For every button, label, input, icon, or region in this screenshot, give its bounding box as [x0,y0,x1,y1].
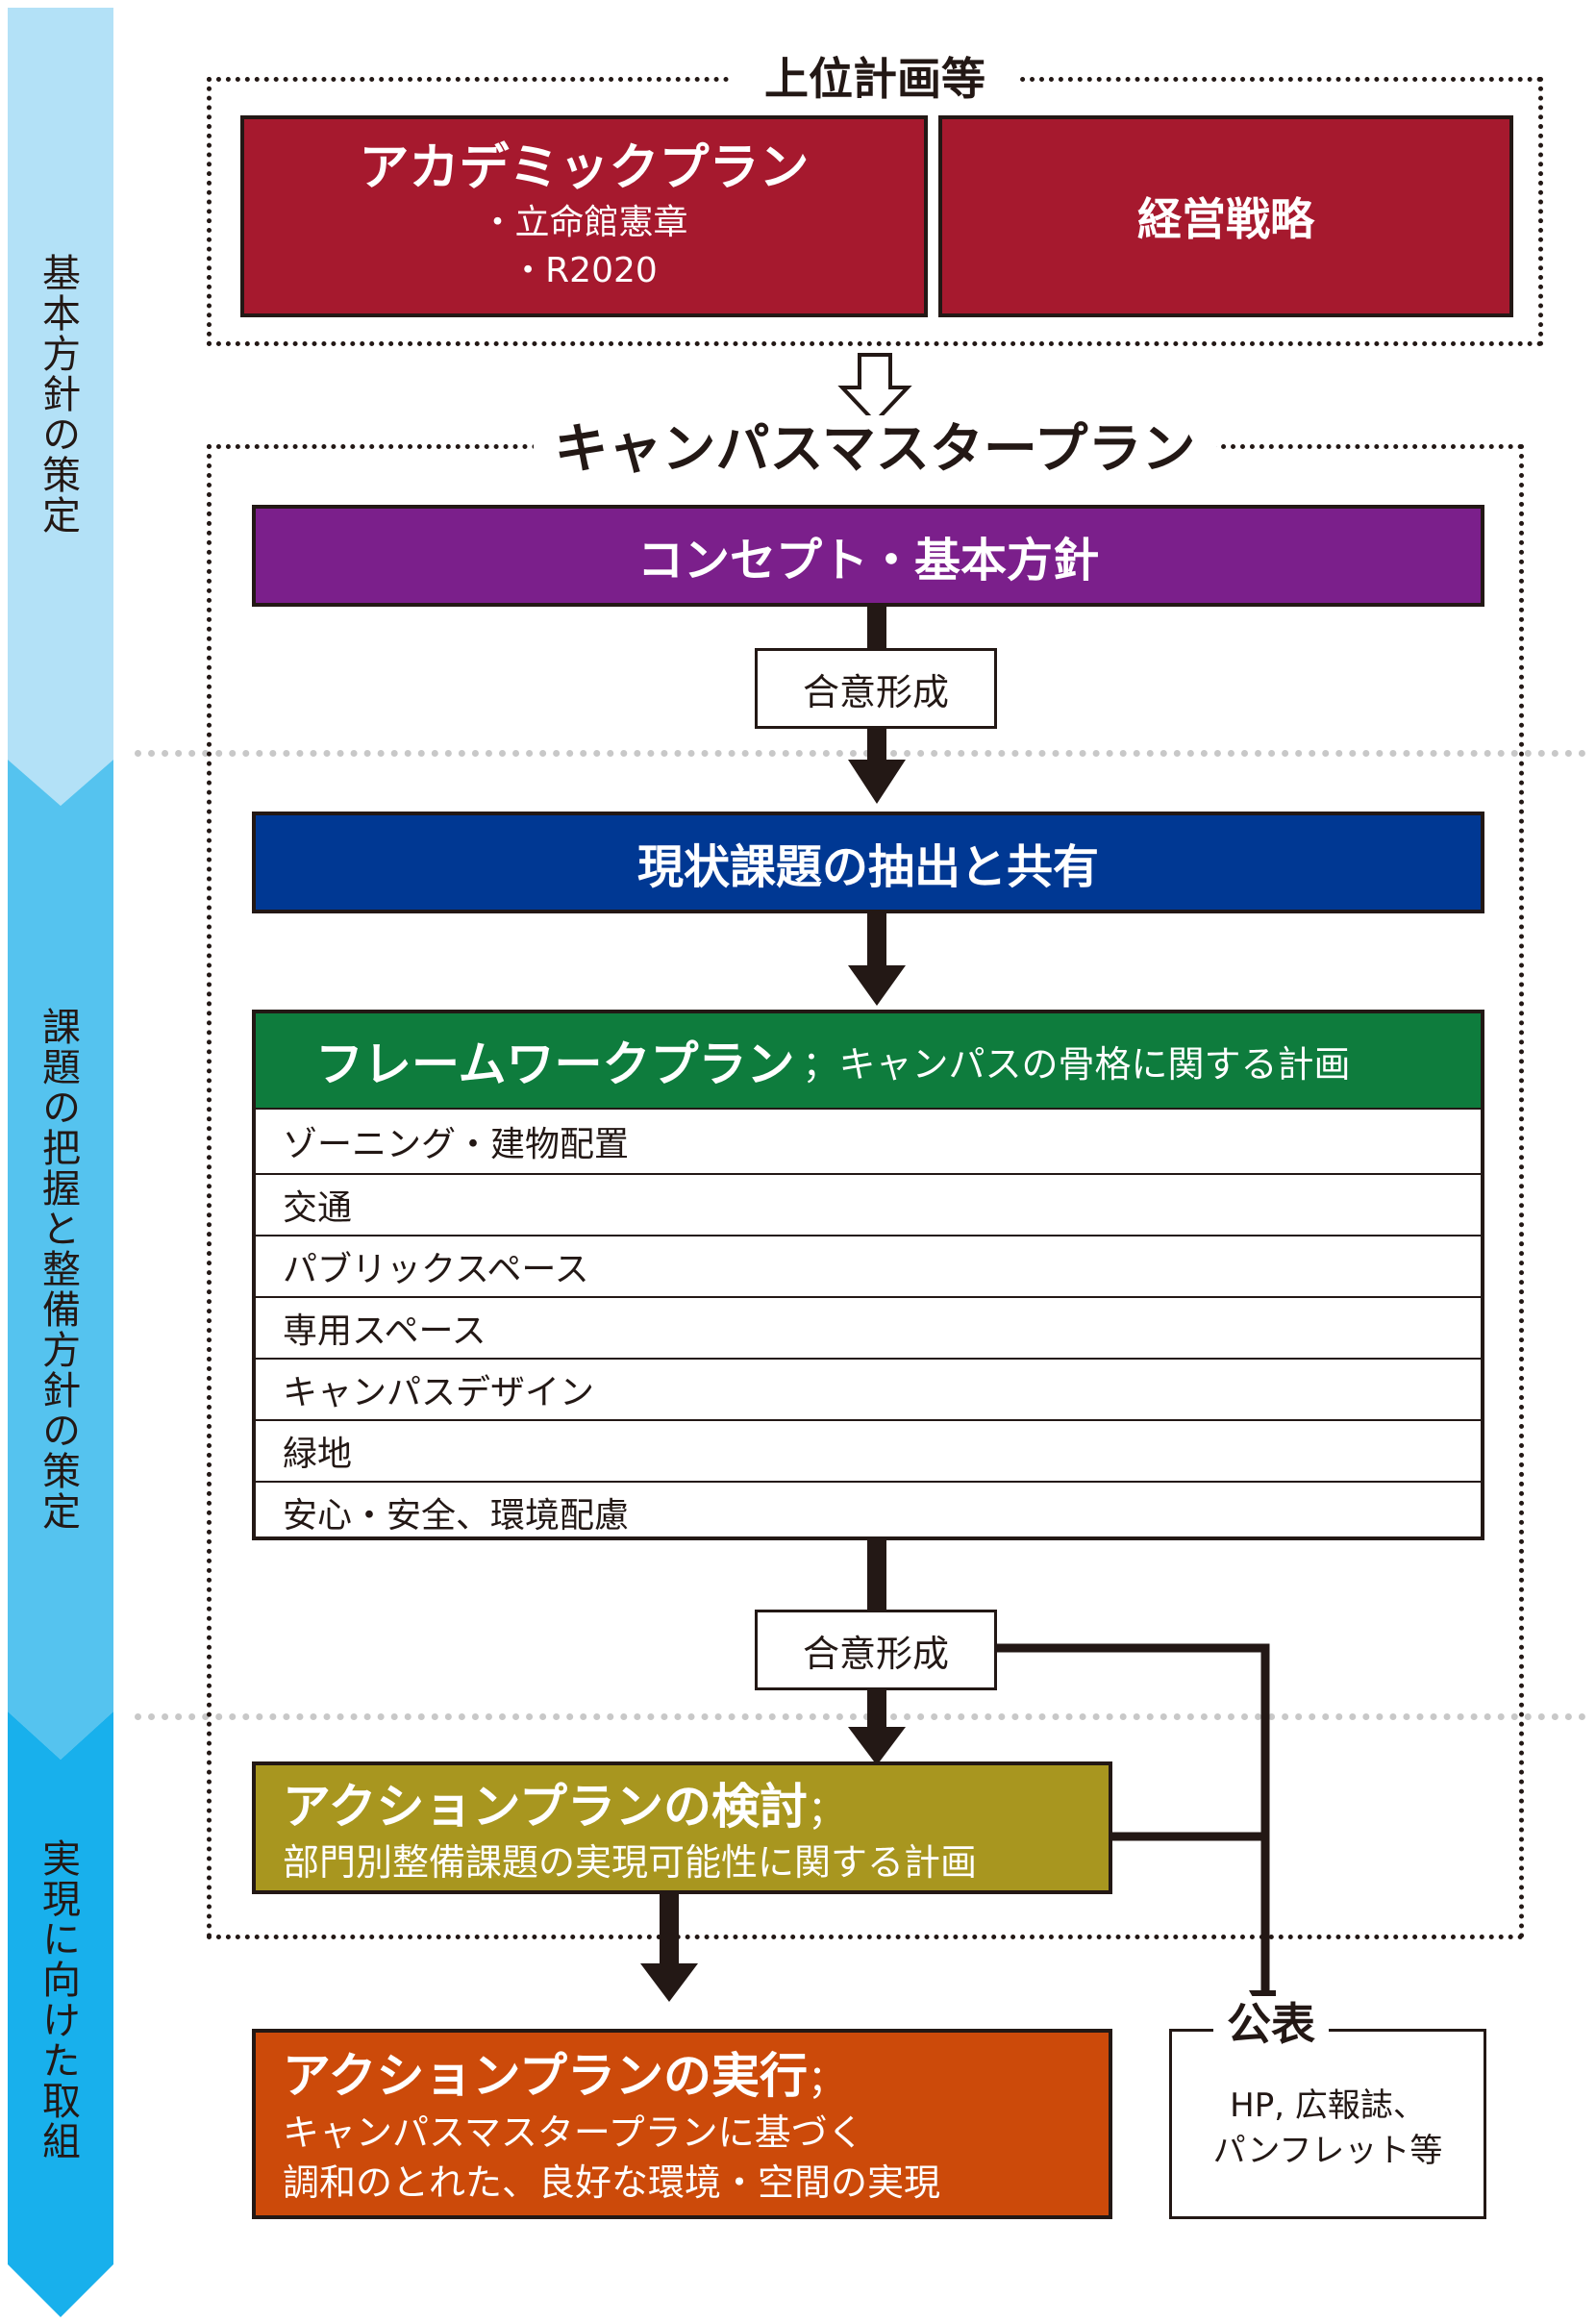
arrow-head-2-icon [848,965,906,1006]
action-exec-title-line: アクションプランの実行； [283,2048,1109,2108]
action-review-subtitle: 部門別整備課題の実現可能性に関する計画 [283,1841,978,1884]
academic-plan-title: アカデミックプラン [359,139,810,197]
arrow-head-1-icon [848,760,906,804]
hollow-down-arrow-icon [837,353,912,425]
publication-title: 公表 [1213,1996,1329,2052]
phase-separator-2 [135,1713,1586,1720]
framework-subtitle: ；キャンパスの骨格に関する計画 [802,1042,1351,1086]
publication-line-1: HP, 広報誌、 [1230,2086,1426,2125]
framework-item: ゾーニング・建物配置 [283,1125,630,1164]
concept-bar: コンセプト・基本方針 [252,505,1484,607]
framework-item: パブリックスペース [256,1235,1481,1296]
arrow-shaft-4 [660,1894,679,1971]
action-review-title-line: アクションプランの検討； [283,1779,1109,1838]
strategy-box: 経営戦略 [938,115,1513,317]
framework-plan-box: フレームワークプラン ；キャンパスの骨格に関する計画 ゾーニング・建物配置 交通… [252,1010,1484,1540]
action-exec-suffix: ； [808,2058,846,2102]
action-review-title: アクションプランの検討 [283,1779,808,1835]
academic-plan-item-2: ・R2020 [511,251,658,290]
arrow-shaft-2 [867,913,886,977]
action-exec-line-1: キャンパスマスタープランに基づく [283,2111,864,2154]
arrow-head-3-icon [848,1727,906,1765]
action-exec-line-2: 調和のとれた、良好な環境・空間の実現 [283,2161,941,2204]
framework-item: 安心・安全、環境配慮 [256,1481,1481,1542]
upper-plans-title: 上位計画等 [731,50,1019,108]
action-exec-box: アクションプランの実行； キャンパスマスタープランに基づく 調和のとれた、良好な… [252,2029,1112,2219]
framework-item: 交通 [256,1173,1481,1235]
consensus-2-box: 合意形成 [755,1610,997,1690]
academic-plan-item-1: ・立命館憲章 [480,203,688,242]
publication-line-2: パンフレット等 [1212,2132,1443,2170]
publication-box: HP, 広報誌、 パンフレット等 [1169,2029,1486,2219]
master-plan-title: キャンパスマスタープラン [534,415,1216,485]
phase-separator-1 [135,750,1586,757]
action-review-box: アクションプランの検討； 部門別整備課題の実現可能性に関する計画 [252,1761,1112,1894]
phase-1-band [8,8,113,806]
phase-3-band [8,1711,113,2317]
phase-2-band [8,760,113,1760]
phase-label-3: 実現に向けた取組 [36,1838,80,2161]
action-review-suffix: ； [808,1788,846,1833]
action-exec-title: アクションプランの実行 [283,2048,808,2104]
phase-label-1: 基本方針の策定 [36,253,80,536]
framework-item: キャンパスデザイン [256,1358,1481,1419]
framework-title: フレームワークプラン [315,1037,795,1092]
issues-bar: 現状課題の抽出と共有 [252,812,1484,913]
consensus-1-box: 合意形成 [755,648,997,729]
academic-plan-box: アカデミックプラン ・立命館憲章 ・R2020 [240,115,928,317]
framework-item: 緑地 [256,1419,1481,1481]
framework-header: フレームワークプラン ；キャンパスの骨格に関する計画 [256,1013,1481,1110]
phase-label-2: 課題の把握と整備方針の策定 [36,1007,80,1532]
phase-strip [8,8,113,2317]
arrow-head-4-icon [640,1963,698,2002]
framework-item: 専用スペース [256,1296,1481,1358]
